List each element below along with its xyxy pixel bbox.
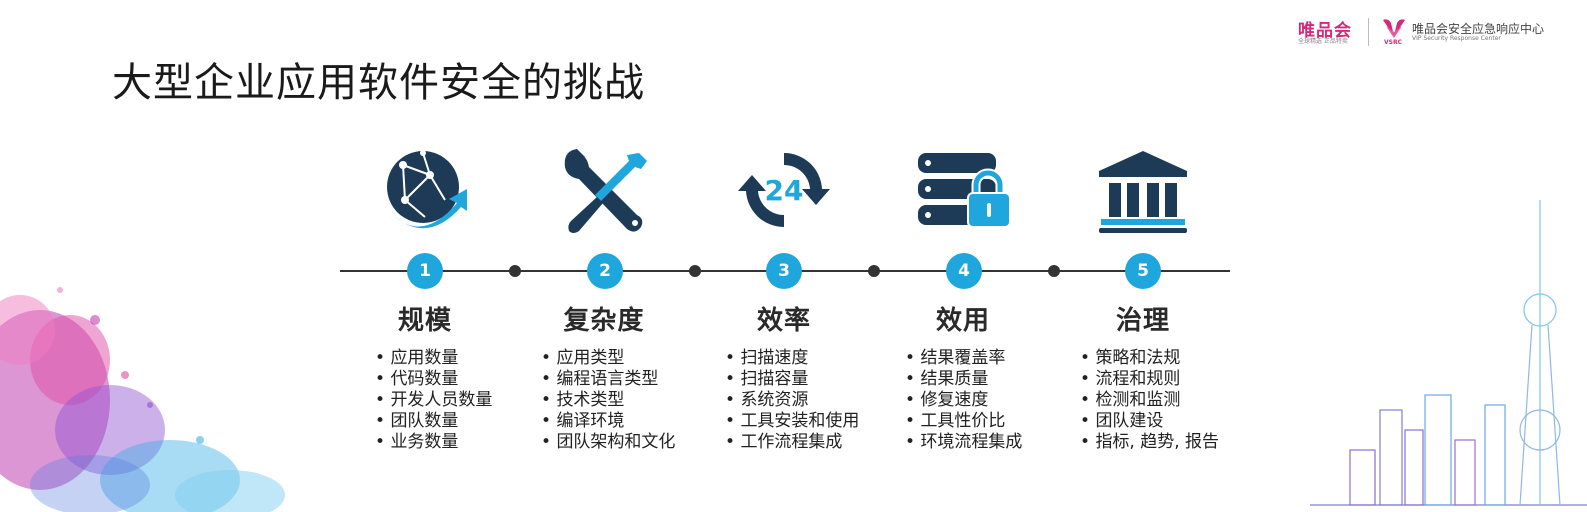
list-item: 业务数量 [375, 432, 492, 453]
list-item: 应用数量 [375, 348, 492, 369]
logo-divider [1368, 18, 1369, 46]
list-item: 流程和规则 [1080, 369, 1219, 390]
list-item: 应用类型 [541, 348, 675, 369]
step-list-scale: 应用数量 代码数量 开发人员数量 团队数量 业务数量 [375, 348, 492, 453]
watercolor-splash-decoration [0, 287, 285, 512]
list-item: 策略和法规 [1080, 348, 1219, 369]
step-heading: 复杂度 [563, 306, 645, 336]
step-number: 3 [766, 253, 802, 289]
timeline-dot [509, 265, 521, 277]
vip-tagline: 全球精选 正品特卖 [1298, 38, 1348, 45]
vsrc-subtitle: VIP Security Response Center [1412, 35, 1501, 42]
server-lock-icon [918, 153, 1011, 228]
24-hour-cycle-icon: 24 [738, 152, 830, 228]
vip-logo: 唯品会 [1298, 21, 1352, 41]
step-number: 2 [587, 253, 623, 289]
list-item: 检测和监测 [1080, 390, 1219, 411]
list-item: 团队数量 [375, 411, 492, 432]
list-item: 技术类型 [541, 390, 675, 411]
list-item: 结果质量 [905, 369, 1022, 390]
timeline-dot [1048, 265, 1060, 277]
vsrc-wings-icon [1383, 19, 1405, 38]
step-heading: 治理 [1115, 306, 1170, 336]
list-item: 工具安装和使用 [725, 411, 859, 432]
step-list-governance: 策略和法规 流程和规则 检测和监测 团队建设 指标, 趋势, 报告 [1080, 348, 1219, 453]
step-number: 1 [407, 253, 443, 289]
step-heading: 效率 [756, 306, 811, 336]
list-item: 开发人员数量 [375, 390, 492, 411]
list-item: 环境流程集成 [905, 432, 1022, 453]
step-number: 4 [946, 253, 982, 289]
list-item: 代码数量 [375, 369, 492, 390]
vsrc-logo-text: VSRC [1384, 39, 1402, 46]
city-skyline-decoration [1310, 200, 1587, 506]
list-item: 编程语言类型 [541, 369, 675, 390]
timeline-dot [868, 265, 880, 277]
list-item: 工具性价比 [905, 411, 1022, 432]
24-label: 24 [765, 174, 804, 207]
wrench-screwdriver-icon [564, 149, 647, 233]
step-list-complexity: 应用类型 编程语言类型 技术类型 编译环境 团队架构和文化 [541, 348, 675, 453]
list-item: 工作流程集成 [725, 432, 859, 453]
list-item: 修复速度 [905, 390, 1022, 411]
step-list-efficiency: 扫描速度 扫描容量 系统资源 工具安装和使用 工作流程集成 [725, 348, 859, 453]
step-heading: 效用 [935, 306, 990, 336]
institution-building-icon [1099, 151, 1187, 233]
step-list-utility: 结果覆盖率 结果质量 修复速度 工具性价比 环境流程集成 [905, 348, 1022, 453]
list-item: 扫描容量 [725, 369, 859, 390]
list-item: 结果覆盖率 [905, 348, 1022, 369]
list-item: 编译环境 [541, 411, 675, 432]
brand-logos: 唯品会 全球精选 正品特卖 VSRC 唯品会安全应急响应中心 VIP Secur… [1290, 14, 1575, 48]
globe-arrow-icon [387, 150, 467, 229]
step-number: 5 [1125, 253, 1161, 289]
list-item: 系统资源 [725, 390, 859, 411]
slide-title: 大型企业应用软件安全的挑战 [112, 60, 645, 106]
list-item: 指标, 趋势, 报告 [1080, 432, 1219, 453]
list-item: 团队建设 [1080, 411, 1219, 432]
timeline-dot [689, 265, 701, 277]
list-item: 扫描速度 [725, 348, 859, 369]
list-item: 团队架构和文化 [541, 432, 675, 453]
vsrc-title: 唯品会安全应急响应中心 [1412, 22, 1545, 36]
step-heading: 规模 [397, 306, 452, 336]
